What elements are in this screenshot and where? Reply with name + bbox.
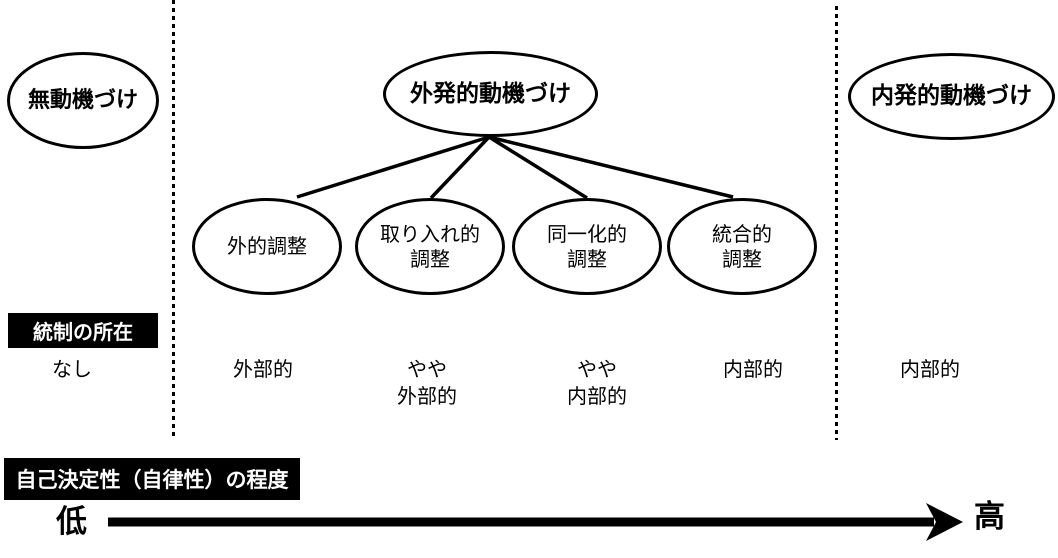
intrinsic-label: 内発的動機づけ bbox=[871, 83, 1032, 110]
ellipse-external-regulation: 外的調整 bbox=[192, 198, 342, 295]
ellipse-identified-regulation: 同一化的 調整 bbox=[512, 198, 662, 295]
locus-value-none: なし bbox=[52, 357, 92, 381]
locus-value-internal-intrinsic: 内部的 bbox=[900, 357, 960, 381]
ellipse-intrinsic-motivation: 内発的動機づけ bbox=[848, 53, 1055, 140]
axis-low-label: 低 bbox=[56, 504, 87, 540]
locus-of-control-header: 統制の所在 bbox=[8, 313, 158, 348]
extrinsic-label: 外発的動機づけ bbox=[410, 80, 571, 107]
divider-dotted-right bbox=[835, 6, 838, 440]
self-determination-header: 自己決定性（自律性）の程度 bbox=[4, 458, 300, 500]
regulation-label: 外的調整 bbox=[227, 234, 307, 258]
regulation-label: 統合的 調整 bbox=[712, 221, 772, 271]
ellipse-amotivation: 無動機づけ bbox=[7, 52, 159, 149]
ellipse-integrated-regulation: 統合的 調整 bbox=[667, 198, 817, 295]
axis-high-label: 高 bbox=[974, 499, 1005, 535]
amotivation-label: 無動機づけ bbox=[27, 87, 138, 113]
locus-value-internal: 内部的 bbox=[723, 357, 783, 381]
ellipse-introjected-regulation: 取り入れ的 調整 bbox=[355, 198, 505, 295]
divider-dotted-left bbox=[172, 0, 175, 440]
ellipse-extrinsic-motivation: 外発的動機づけ bbox=[383, 51, 598, 137]
locus-value-somewhat-external: やや 外部的 bbox=[397, 357, 457, 408]
locus-value-external: 外部的 bbox=[233, 357, 293, 381]
regulation-label: 取り入れ的 調整 bbox=[380, 221, 480, 271]
locus-value-somewhat-internal: やや 内部的 bbox=[567, 357, 627, 408]
regulation-label: 同一化的 調整 bbox=[547, 221, 627, 271]
